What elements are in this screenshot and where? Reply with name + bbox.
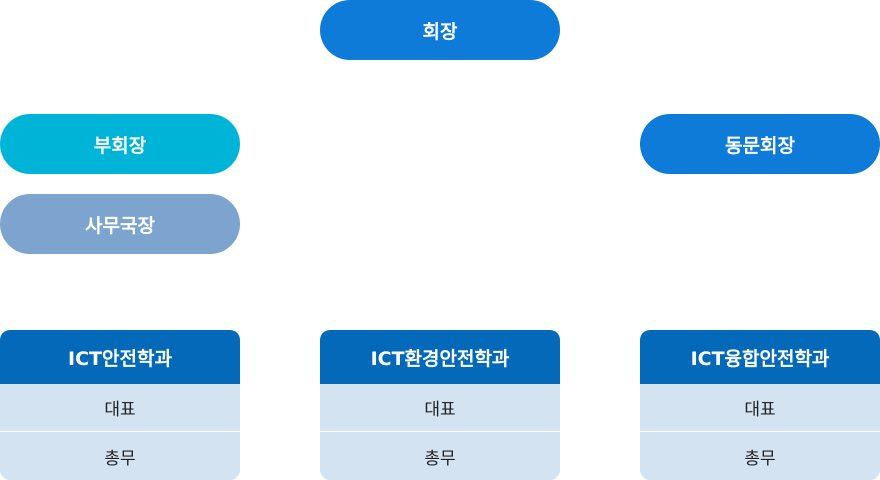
alumni-president-label: 동문회장 <box>725 134 795 157</box>
alumni-president-box: 동문회장 <box>640 114 880 174</box>
department-role-representative: 대표 <box>320 384 560 432</box>
department-role-representative: 대표 <box>0 384 240 432</box>
secretary-general-box: 사무국장 <box>0 194 240 254</box>
department-card-ict-safety: ICT안전학과 대표 총무 <box>0 330 240 480</box>
department-card-ict-environmental-safety: ICT환경안전학과 대표 총무 <box>320 330 560 480</box>
vice-president-label: 부회장 <box>93 134 147 157</box>
department-card-ict-convergence-safety: ICT융합안전학과 대표 총무 <box>640 330 880 480</box>
president-label: 회장 <box>422 20 458 43</box>
department-role-treasurer: 총무 <box>320 432 560 480</box>
department-title: ICT환경안전학과 <box>320 330 560 384</box>
department-role-representative: 대표 <box>640 384 880 432</box>
vice-president-box: 부회장 <box>0 114 240 174</box>
department-role-treasurer: 총무 <box>640 432 880 480</box>
department-title: ICT융합안전학과 <box>640 330 880 384</box>
president-box: 회장 <box>320 0 560 60</box>
department-role-treasurer: 총무 <box>0 432 240 480</box>
secretary-general-label: 사무국장 <box>85 214 155 237</box>
department-title: ICT안전학과 <box>0 330 240 384</box>
